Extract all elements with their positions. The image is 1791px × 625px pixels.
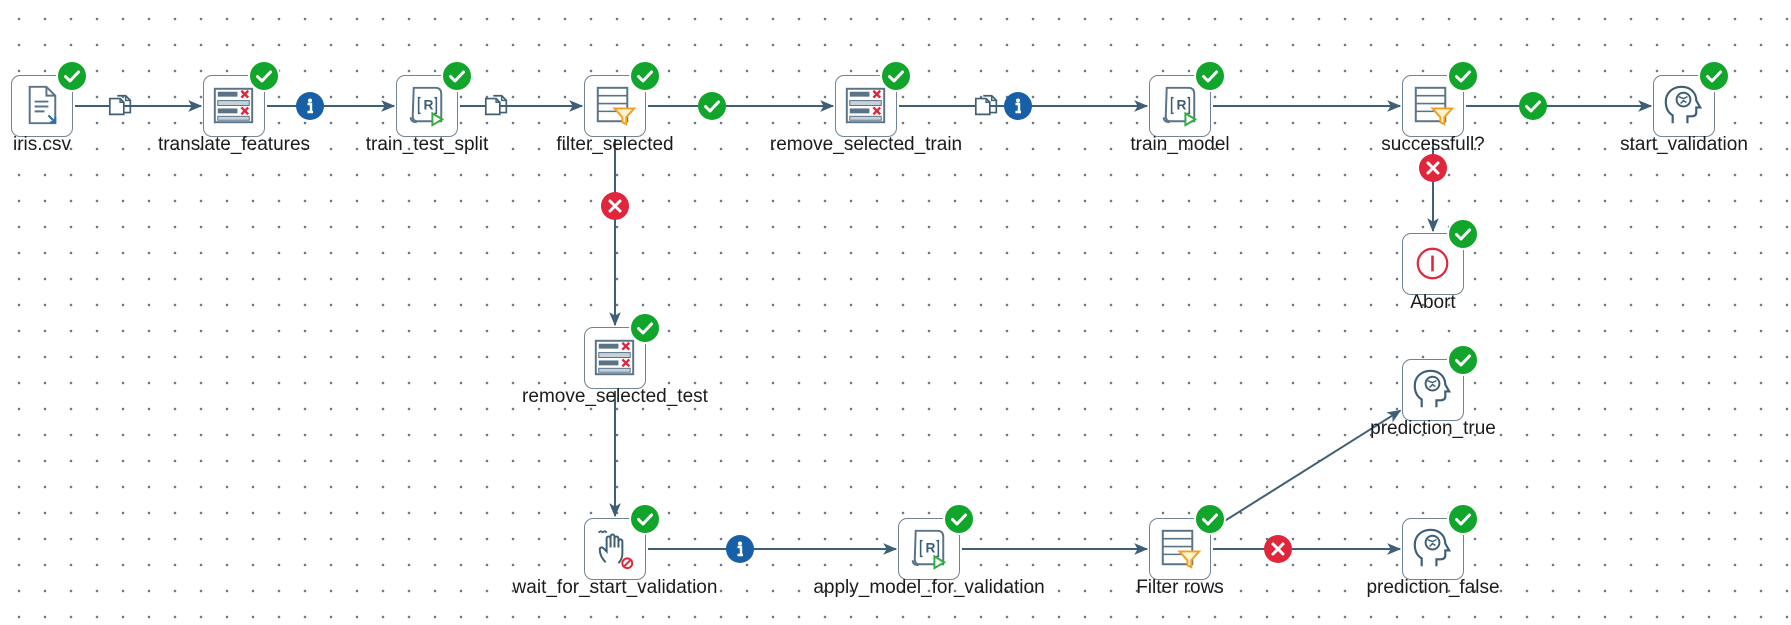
step-label: successfull?: [1381, 134, 1485, 155]
success-check-icon: [1194, 503, 1226, 535]
success-check-icon: [441, 60, 473, 92]
step-prediction-false[interactable]: [1402, 503, 1479, 580]
hop-copy-icon[interactable]: [107, 92, 137, 120]
step-apply-model-for-validation[interactable]: R: [898, 503, 975, 580]
hop-true-icon[interactable]: [698, 92, 726, 120]
step-filter-selected[interactable]: [584, 60, 661, 137]
step-train-test-split[interactable]: R: [396, 60, 473, 137]
success-check-icon: [629, 60, 661, 92]
step-label: prediction_true: [1370, 418, 1496, 439]
step-label: remove_selected_test: [522, 386, 708, 407]
step-label: start_validation: [1620, 134, 1748, 155]
success-check-icon: [943, 503, 975, 535]
success-check-icon: [248, 60, 280, 92]
svg-text:R: R: [424, 97, 434, 112]
success-check-icon: [880, 60, 912, 92]
step-train-model[interactable]: R: [1149, 60, 1226, 137]
step-abort[interactable]: [1402, 218, 1479, 295]
step-filter-rows[interactable]: [1149, 503, 1226, 580]
success-check-icon: [1698, 60, 1730, 92]
step-wait-for-start-validation[interactable]: [584, 503, 661, 580]
step-label: translate_features: [157, 134, 311, 155]
step-start-validation[interactable]: [1653, 60, 1730, 137]
step-label: remove_selected_train: [769, 134, 963, 155]
step-label: Abort: [1410, 292, 1456, 313]
hop-info-icon[interactable]: [726, 535, 754, 563]
svg-text:R: R: [1177, 97, 1187, 112]
success-check-icon: [1194, 60, 1226, 92]
step-label: train_test_split: [365, 134, 489, 155]
hop-filter-rows-to-prediction-true[interactable]: [1212, 409, 1402, 530]
svg-text:R: R: [926, 540, 936, 555]
hop-info-icon[interactable]: [296, 92, 324, 120]
hop-true-icon[interactable]: [1519, 92, 1547, 120]
step-label: Filter rows: [1136, 577, 1224, 598]
hop-copy-icon[interactable]: [483, 92, 513, 120]
success-check-icon: [629, 503, 661, 535]
success-check-icon: [56, 60, 88, 92]
step-label: train_model: [1130, 134, 1230, 155]
step-label: prediction_false: [1366, 577, 1500, 598]
step-label: apply_model_for_validation: [813, 577, 1045, 598]
success-check-icon: [1447, 344, 1479, 376]
hop-info-icon[interactable]: [1004, 92, 1032, 120]
success-check-icon: [1447, 218, 1479, 250]
step-prediction-true[interactable]: [1402, 344, 1479, 421]
step-translate-features[interactable]: [203, 60, 280, 137]
hop-false-icon[interactable]: [1264, 535, 1292, 563]
step-remove-selected-test[interactable]: [584, 312, 661, 389]
step-label: filter_selected: [556, 134, 674, 155]
step-successfull[interactable]: [1402, 60, 1479, 137]
success-check-icon: [1447, 60, 1479, 92]
step-label: iris.csv: [12, 134, 72, 155]
hop-copy-icon[interactable]: [973, 92, 1003, 120]
step-label: wait_for_start_validation: [512, 577, 718, 598]
hop-false-icon[interactable]: [601, 192, 629, 220]
step-iris-csv[interactable]: [11, 60, 88, 137]
success-check-icon: [1447, 503, 1479, 535]
success-check-icon: [629, 312, 661, 344]
step-remove-selected-train[interactable]: [835, 60, 912, 137]
hop-false-icon[interactable]: [1419, 154, 1447, 182]
